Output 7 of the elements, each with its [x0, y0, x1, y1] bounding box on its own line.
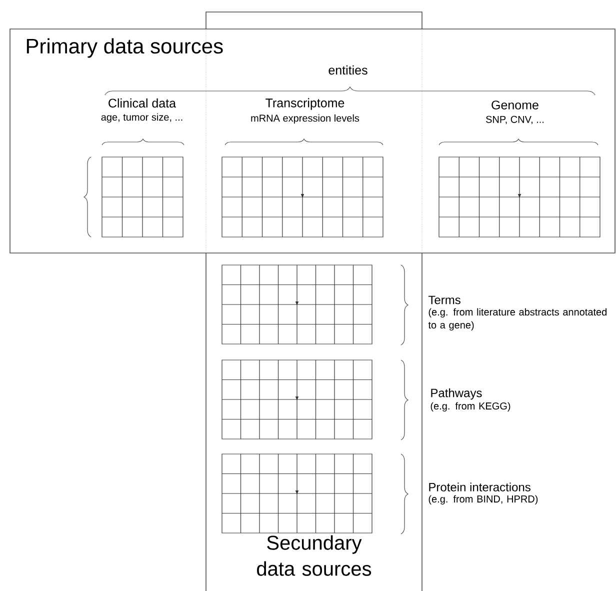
label: entities	[328, 65, 368, 75]
label: SNP, CNV, ...	[486, 116, 544, 124]
label: mRNA expression levels	[251, 114, 360, 124]
label: Transcriptome	[266, 98, 344, 110]
label: Clinical data	[108, 98, 176, 108]
label: age, tumor size, ...	[101, 113, 182, 123]
label: Genome	[492, 100, 538, 110]
